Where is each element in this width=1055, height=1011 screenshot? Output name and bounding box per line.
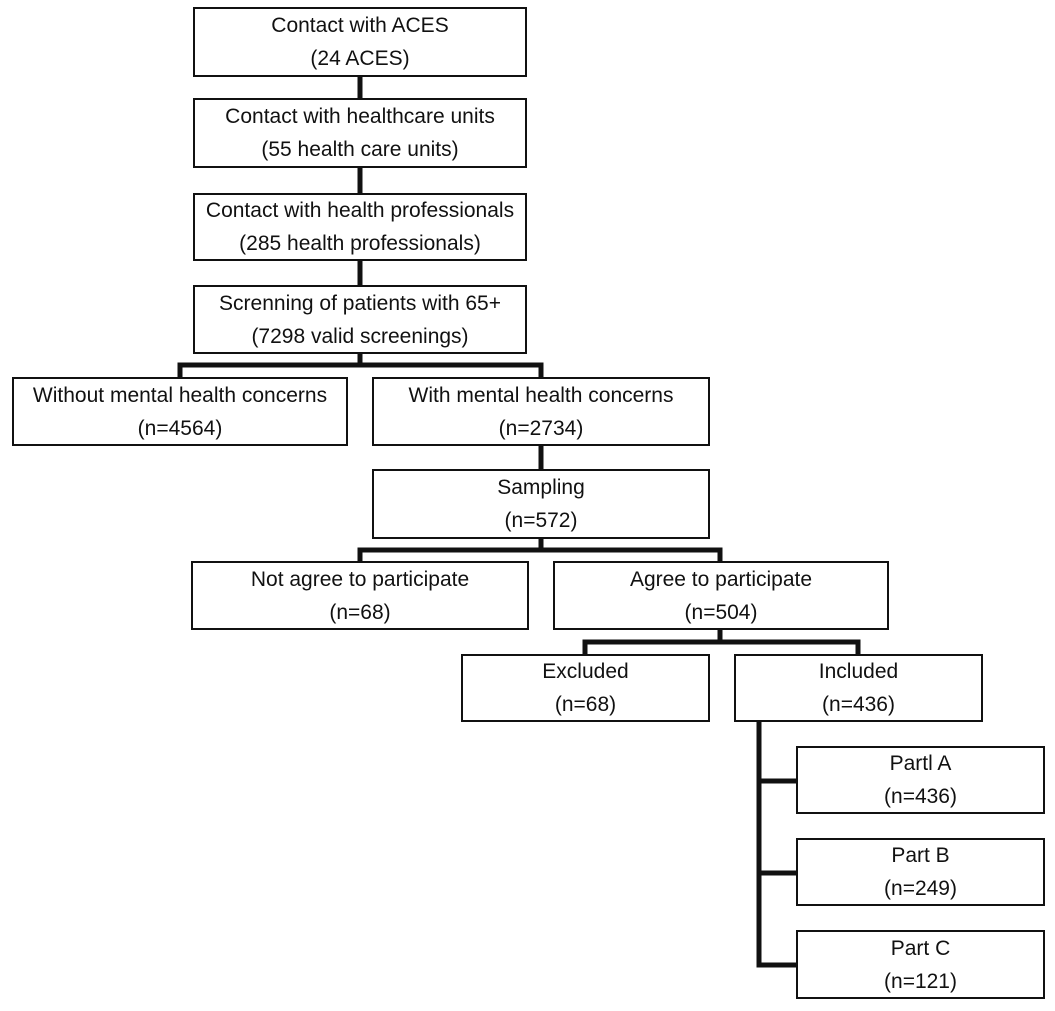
node-count: (285 health professionals)	[239, 232, 481, 255]
node-title: Without mental health concerns	[32, 383, 328, 407]
node-title: Agree to participate	[629, 567, 813, 591]
node-agree-to-participate: Agree to participate (n=504)	[553, 561, 889, 630]
node-count: (n=68)	[554, 693, 617, 716]
node-count: (n=436)	[884, 785, 957, 808]
node-title: Partl A	[889, 752, 952, 775]
node-title: Contact with ACES	[271, 14, 449, 37]
node-count: (n=121)	[884, 969, 957, 993]
node-count: (n=504)	[684, 600, 758, 624]
node-count: (n=68)	[329, 600, 391, 624]
node-excluded: Excluded (n=68)	[461, 654, 710, 722]
node-count: (n=249)	[884, 877, 957, 900]
node-part-b: Part B (n=249)	[796, 838, 1045, 906]
node-not-agree-to-participate: Not agree to participate (n=68)	[191, 561, 529, 630]
node-title: Contact with health professionals	[205, 199, 515, 222]
node-title: Part B	[891, 844, 950, 867]
node-sampling: Sampling (n=572)	[372, 469, 710, 539]
node-included: Included (n=436)	[734, 654, 983, 722]
node-part-a: Partl A (n=436)	[796, 746, 1045, 814]
node-title: Screnning of patients with 65+	[219, 291, 501, 315]
node-title: Excluded	[542, 660, 629, 683]
node-part-c: Part C (n=121)	[796, 930, 1045, 999]
node-without-mental-health-concerns: Without mental health concerns (n=4564)	[12, 377, 348, 446]
node-count: (n=4564)	[137, 416, 223, 440]
node-contact-health-professionals: Contact with health professionals (285 h…	[193, 193, 527, 261]
node-count: (24 ACES)	[310, 47, 410, 70]
node-contact-healthcare-units: Contact with healthcare units (55 health…	[193, 98, 527, 168]
node-title: Contact with healthcare units	[225, 105, 495, 128]
node-screening: Screnning of patients with 65+ (7298 val…	[193, 285, 527, 354]
node-count: (n=2734)	[498, 416, 584, 440]
node-count: (n=572)	[504, 509, 578, 532]
node-count: (7298 valid screenings)	[251, 324, 469, 348]
node-count: (55 health care units)	[261, 138, 459, 161]
node-title: Part C	[890, 936, 951, 960]
node-title: Sampling	[497, 476, 585, 499]
node-title: With mental health concerns	[408, 383, 674, 407]
node-contact-aces: Contact with ACES (24 ACES)	[193, 7, 527, 77]
node-count: (n=436)	[822, 693, 895, 716]
node-title: Not agree to participate	[250, 567, 470, 591]
node-with-mental-health-concerns: With mental health concerns (n=2734)	[372, 377, 710, 446]
node-title: Included	[818, 660, 899, 683]
